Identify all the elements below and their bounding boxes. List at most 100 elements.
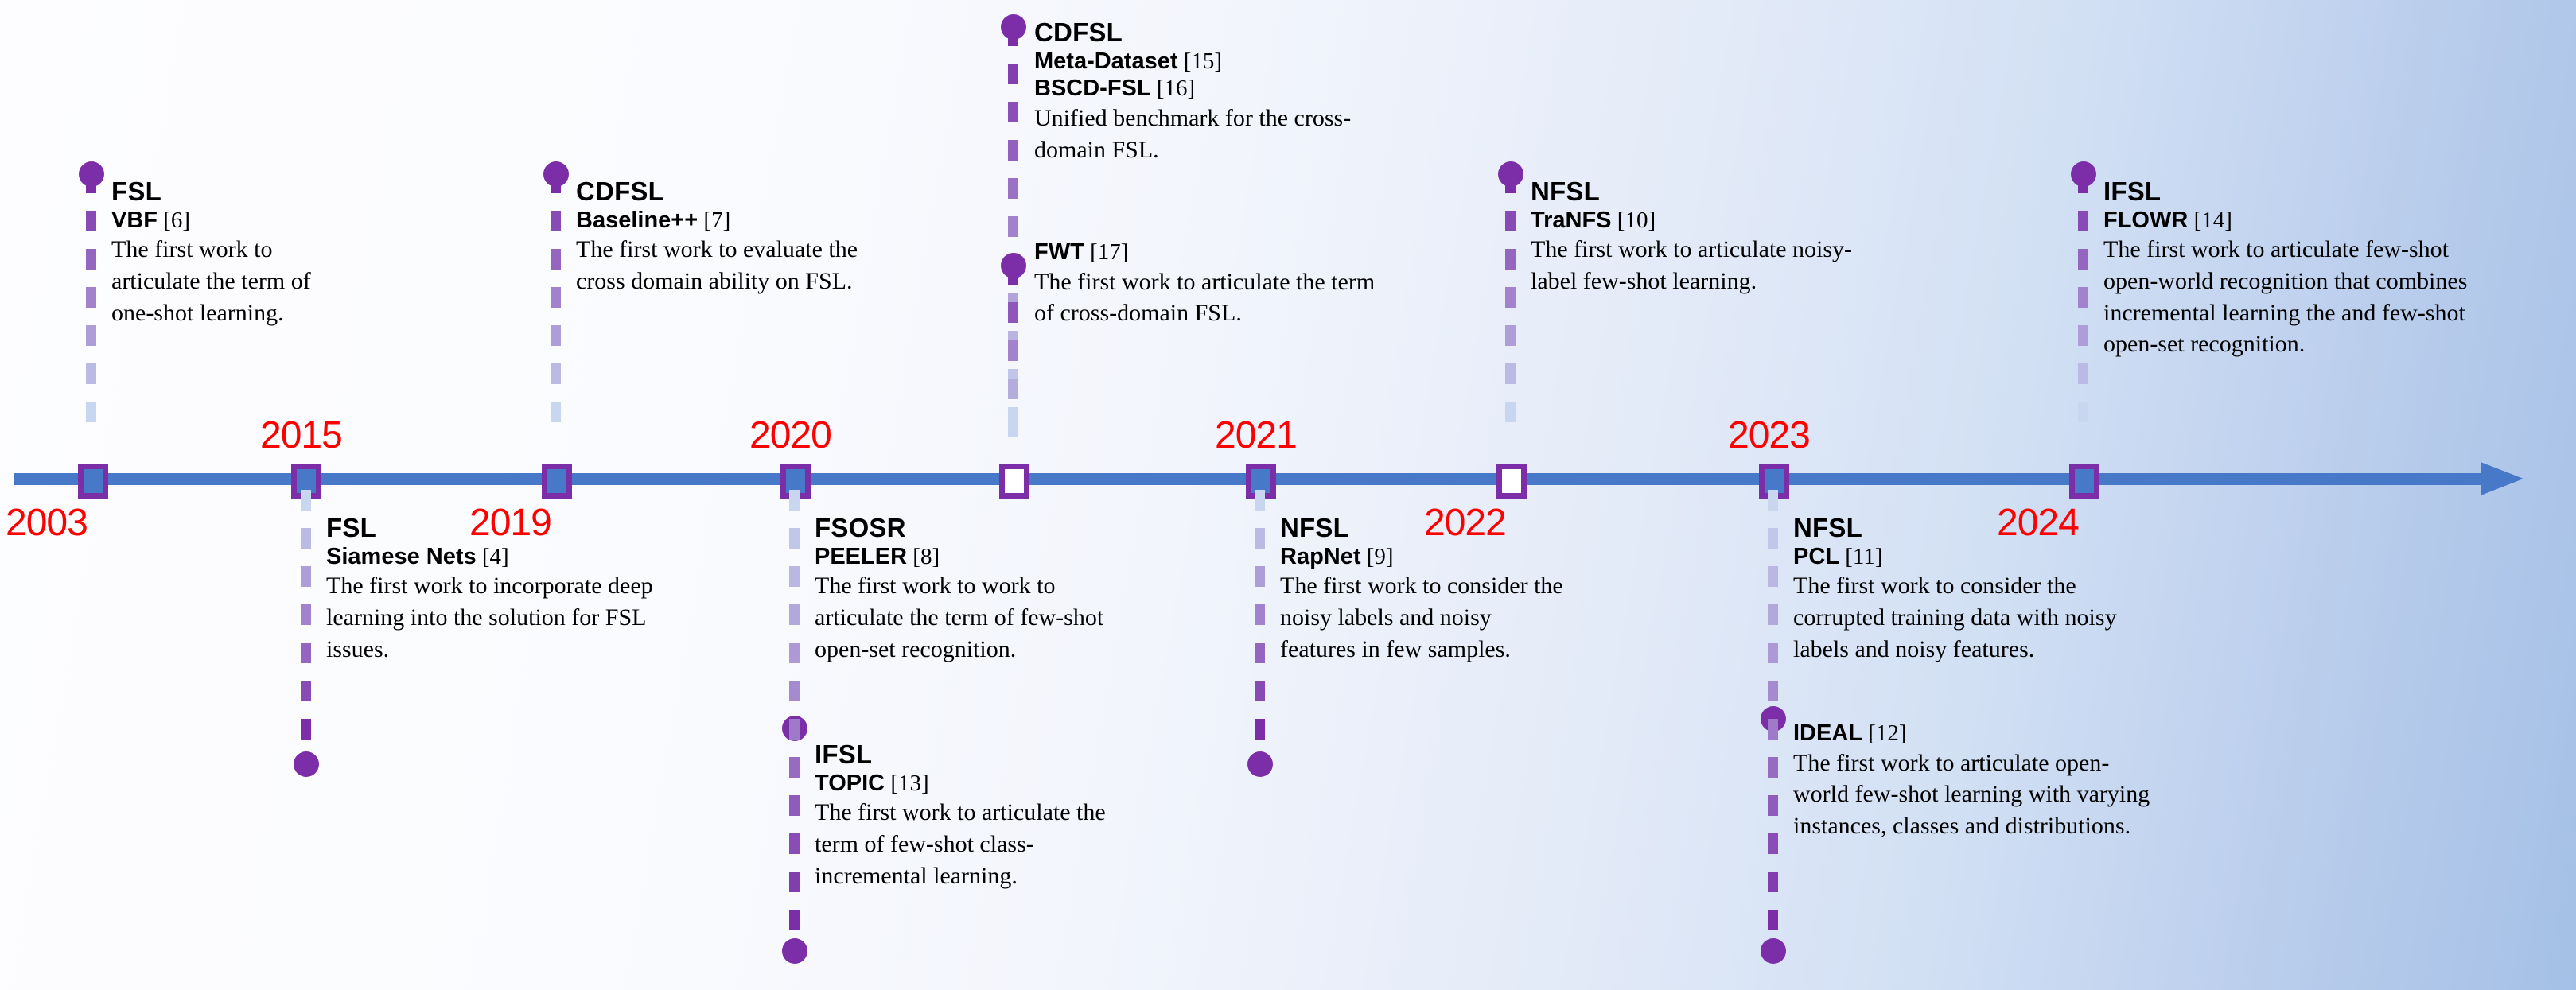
stem-dash <box>1768 490 1778 511</box>
stem-dash <box>2078 287 2088 308</box>
stem-dash <box>2078 249 2088 270</box>
entry-reference[interactable]: Siamese Nets [4] <box>326 543 676 571</box>
stem-dash <box>551 402 561 422</box>
entry-reference[interactable]: PCL [11] <box>1793 543 2159 571</box>
connector-stem-ifsl-flowr <box>2078 173 2088 468</box>
stem-dash <box>789 490 800 511</box>
stem-dash <box>1008 379 1018 399</box>
stem-dash <box>1255 566 1265 587</box>
entry-reference[interactable]: FLOWR [14] <box>2103 207 2501 235</box>
milestone-dot-fsl-vbf[interactable] <box>79 161 104 187</box>
timeline-tick-2024[interactable] <box>2069 464 2099 499</box>
stem-dash <box>789 872 800 892</box>
stem-dash <box>1008 417 1018 437</box>
stem-dash <box>86 402 96 422</box>
milestone-dot-cdfsl-baseline[interactable] <box>543 161 569 187</box>
entry-citation-number[interactable]: [17] <box>1084 239 1129 265</box>
stem-dash <box>1255 528 1265 549</box>
timeline-tick-2019[interactable] <box>542 464 572 499</box>
entry-citation-number[interactable]: [10] <box>1611 207 1656 233</box>
entry-description: The first work to incorporate deep learn… <box>326 573 653 662</box>
entry-citation-number[interactable]: [7] <box>698 207 731 233</box>
entry-category-label: IFSL <box>815 740 873 769</box>
entry-description: The first work to work to articulate the… <box>815 573 1104 662</box>
milestone-dot-fwt[interactable] <box>1001 253 1026 278</box>
year-label-2020: 2020 <box>749 414 832 456</box>
stem-dash <box>789 719 800 740</box>
milestone-dot-ifsl-topic[interactable] <box>782 938 807 964</box>
stem-dash <box>2078 325 2088 346</box>
stem-dash <box>301 566 311 587</box>
stem-dash <box>1505 402 1516 422</box>
stem-dash <box>789 681 800 701</box>
entry-reference-name: PEELER <box>815 543 908 569</box>
stem-dash <box>1008 340 1018 361</box>
entry-citation-number[interactable]: [6] <box>158 207 191 233</box>
timeline-tick-unlabeled-4[interactable] <box>999 464 1029 499</box>
entry-reference[interactable]: FWT [17] <box>1034 239 1384 266</box>
entry-reference-name: TOPIC <box>815 770 885 796</box>
milestone-dot-cdfsl-metadataset[interactable] <box>1001 14 1026 40</box>
milestone-dot-fsl-siamese[interactable] <box>294 751 319 777</box>
stem-dash <box>1768 719 1778 740</box>
stem-dash <box>1008 64 1018 84</box>
stem-dash <box>301 681 311 701</box>
entry-reference[interactable]: PEELER [8] <box>815 543 1133 571</box>
stem-dash <box>551 211 561 231</box>
year-label-2019: 2019 <box>469 502 552 544</box>
entry-reference-name: Siamese Nets <box>326 543 477 569</box>
entry-citation-number[interactable]: [4] <box>476 543 509 569</box>
stem-dash <box>1505 211 1516 231</box>
entry-reference-name: VBF <box>111 207 158 233</box>
stem-dash <box>1255 719 1265 740</box>
entry-citation-number[interactable]: [16] <box>1150 76 1196 102</box>
stem-dash <box>86 249 96 270</box>
entry-reference-name: RapNet <box>1280 543 1361 569</box>
stem-dash <box>1768 604 1778 625</box>
entry-reference-secondary[interactable]: BSCD-FSL [16] <box>1034 75 1384 103</box>
stem-dash <box>1505 287 1516 308</box>
entry-reference-name: IDEAL <box>1793 720 1862 746</box>
stem-dash <box>1008 102 1018 122</box>
stem-dash <box>789 566 800 587</box>
entry-citation-number[interactable]: [14] <box>2188 207 2232 233</box>
milestone-dot-ideal[interactable] <box>1761 938 1786 964</box>
entry-description: The first work to articulate few-shot op… <box>2103 236 2468 358</box>
milestone-dot-ifsl-flowr[interactable] <box>2071 161 2096 187</box>
entry-citation-number[interactable]: [8] <box>907 543 940 569</box>
entry-citation-number[interactable]: [11] <box>1839 543 1883 569</box>
entry-citation-number[interactable]: [12] <box>1862 720 1907 746</box>
entry-category-label: CDFSL <box>1034 17 1123 47</box>
entry-reference[interactable]: TOPIC [13] <box>815 770 1133 798</box>
milestone-dot-nfsl-rapnet[interactable] <box>1247 751 1273 777</box>
milestone-dot-nfsl-tranfs[interactable] <box>1498 161 1523 187</box>
entry-reference-name: FLOWR <box>2103 207 2189 233</box>
stem-dash <box>1255 490 1265 511</box>
entry-description: The first work to evaluate the cross dom… <box>576 236 858 294</box>
connector-stem-nfsl-tranfs <box>1505 173 1516 468</box>
timeline-tick-2022[interactable] <box>1496 464 1527 499</box>
entry-reference[interactable]: TraNFS [10] <box>1531 207 1881 235</box>
entry-reference[interactable]: Baseline++ [7] <box>576 207 894 235</box>
timeline-tick-2003[interactable] <box>78 464 108 499</box>
stem-dash <box>551 325 561 346</box>
entry-citation-number[interactable]: [9] <box>1360 543 1394 569</box>
entry-reference-name: PCL <box>1793 543 1839 569</box>
entry-reference[interactable]: VBF [6] <box>111 207 358 235</box>
entry-citation-number[interactable]: [15] <box>1177 48 1223 74</box>
entry-citation-number[interactable]: [13] <box>885 770 929 796</box>
year-label-2015: 2015 <box>260 414 343 456</box>
year-label-2022: 2022 <box>1424 502 1507 544</box>
stem-dash <box>1768 566 1778 587</box>
entry-description: The first work to articulate the term of… <box>815 799 1106 889</box>
entry-reference[interactable]: Meta-Dataset [15] <box>1034 48 1384 76</box>
timeline-entry-ideal: IDEAL [12]The first work to articulate o… <box>1793 720 2159 842</box>
entry-reference[interactable]: RapNet [9] <box>1280 543 1566 571</box>
stem-dash <box>1768 872 1778 892</box>
entry-reference[interactable]: IDEAL [12] <box>1793 720 2159 747</box>
entry-reference-name: Baseline++ <box>576 207 698 233</box>
stem-dash <box>1008 140 1018 161</box>
